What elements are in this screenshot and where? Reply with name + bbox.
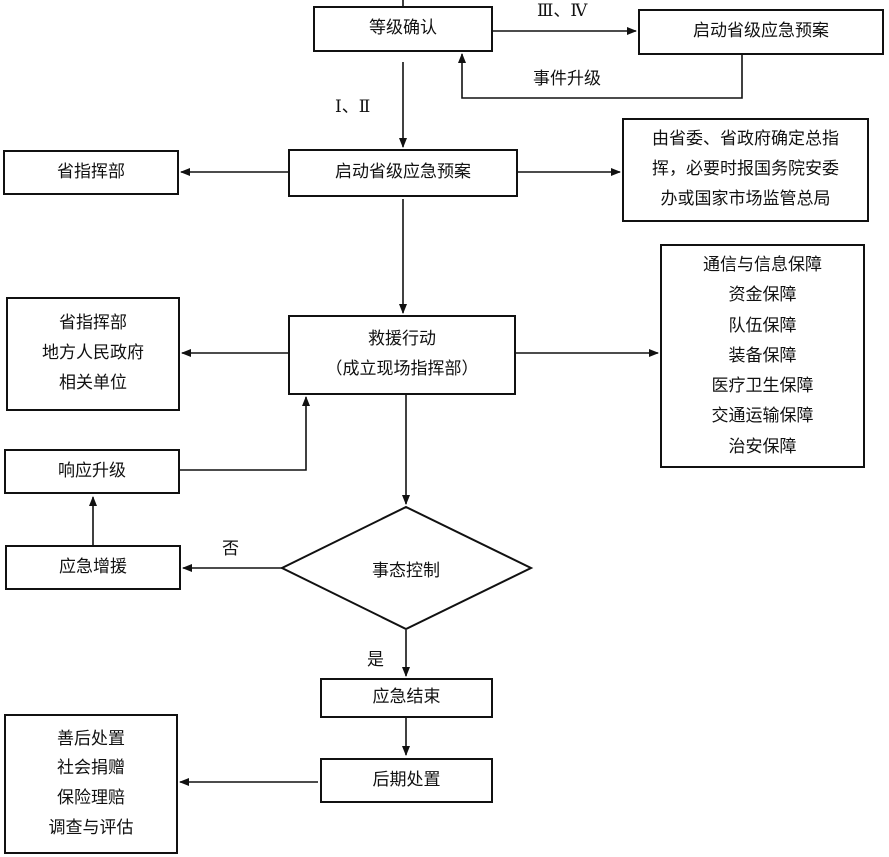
label-levels-1-2: Ⅰ、Ⅱ [335, 97, 371, 117]
participants-box: 省指挥部 地方人民政府 相关单位 [6, 297, 180, 411]
rescue-line-1: 救援行动 [368, 329, 436, 350]
command-note-line-1: 由省委、省政府确定总指 [652, 129, 839, 150]
situation-control-label-wrap: 事态控制 [330, 548, 482, 588]
rescue-box: 救援行动 （成立现场指挥部） [288, 315, 516, 395]
emergency-reinforce-box: 应急增援 [5, 545, 181, 590]
situation-control-label: 事态控制 [372, 560, 440, 581]
level-confirm-label: 等级确认 [369, 18, 437, 39]
support-item-5: 医疗卫生保障 [711, 376, 814, 397]
edge-upgrade-to-rescue [180, 396, 310, 471]
emergency-end-box: 应急结束 [320, 678, 493, 718]
situation-control-diamond [279, 505, 534, 631]
start-plan-box: 启动省级应急预案 [288, 149, 518, 197]
aftermath-label: 后期处置 [372, 769, 441, 790]
participants-line-3: 相关单位 [59, 372, 127, 393]
label-event-upgrade: 事件升级 [533, 69, 601, 89]
aftermath-item-1: 善后处置 [57, 728, 125, 749]
support-item-3: 队伍保障 [728, 315, 797, 336]
command-note-line-3: 办或国家市场监管总局 [660, 188, 831, 209]
participants-line-1: 省指挥部 [59, 313, 127, 334]
support-box: 通信与信息保障 资金保障 队伍保障 装备保障 医疗卫生保障 交通运输保障 治安保… [660, 244, 865, 468]
hq-left-label: 省指挥部 [57, 161, 125, 182]
label-no: 否 [222, 539, 239, 559]
edge-event-upgrade [458, 53, 743, 99]
aftermath-box: 后期处置 [320, 758, 493, 803]
aftermath-item-2: 社会捐赠 [57, 758, 125, 779]
level-confirm-box: 等级确认 [313, 6, 493, 52]
command-note-line-2: 挥，必要时报国务院安委 [652, 159, 839, 180]
emergency-end-label: 应急结束 [372, 687, 441, 708]
start-plan-label: 启动省级应急预案 [335, 162, 471, 183]
label-yes: 是 [367, 650, 384, 670]
label-levels-3-4: Ⅲ、Ⅳ [537, 1, 588, 21]
support-item-4: 装备保障 [728, 345, 797, 366]
support-item-6: 交通运输保障 [711, 406, 814, 427]
participants-line-2: 地方人民政府 [42, 343, 144, 364]
start-plan-top-label: 启动省级应急预案 [693, 21, 829, 42]
command-note-box: 由省委、省政府确定总指 挥，必要时报国务院安委 办或国家市场监管总局 [622, 118, 869, 222]
response-upgrade-label: 响应升级 [58, 460, 126, 481]
hq-left-box: 省指挥部 [3, 150, 179, 195]
start-plan-top-box: 启动省级应急预案 [638, 9, 884, 55]
support-item-7: 治安保障 [728, 436, 797, 457]
aftermath-items-box: 善后处置 社会捐赠 保险理赔 调查与评估 [4, 714, 178, 854]
emergency-reinforce-label: 应急增援 [59, 556, 127, 577]
aftermath-item-3: 保险理赔 [57, 788, 125, 808]
support-item-2: 资金保障 [728, 285, 797, 306]
rescue-line-2: （成立现场指挥部） [325, 359, 479, 379]
support-item-1: 通信与信息保障 [703, 255, 822, 276]
aftermath-item-4: 调查与评估 [48, 817, 134, 838]
response-upgrade-box: 响应升级 [4, 449, 180, 494]
